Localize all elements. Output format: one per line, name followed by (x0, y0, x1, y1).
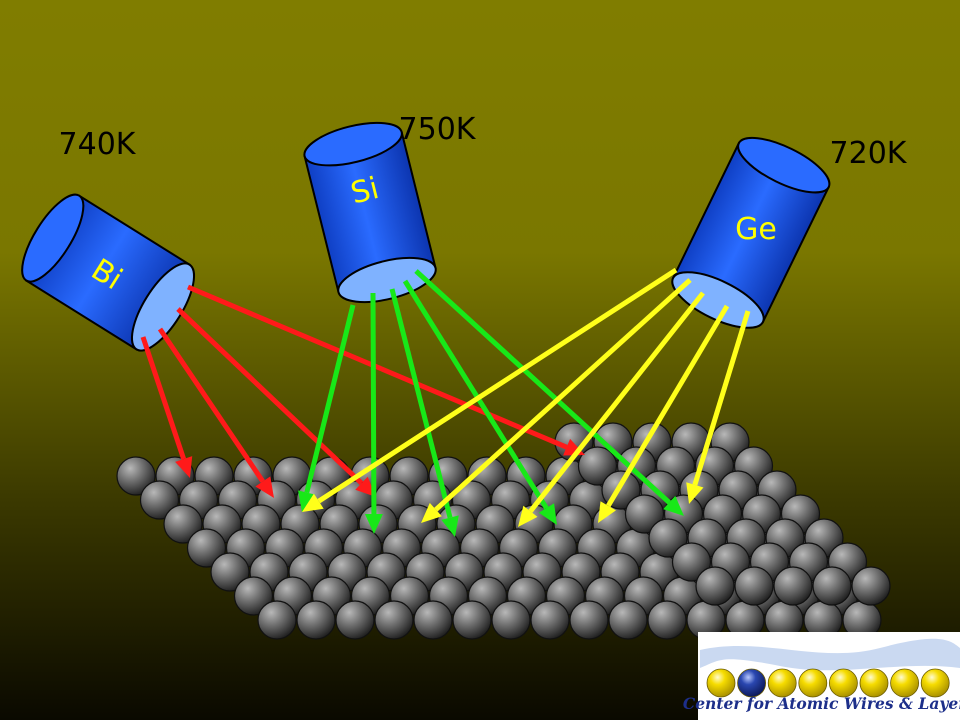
substrate-atom (374, 600, 414, 640)
bi-beam-arrow (176, 307, 376, 497)
substrate-atom (210, 552, 250, 592)
substrate-atom (671, 542, 712, 582)
ge-beam-arrow (421, 278, 692, 523)
center-logo: Center for Atomic Wires & Layers (683, 632, 960, 720)
substrate-atom (648, 518, 688, 558)
substrate-atom (139, 480, 180, 520)
substrate-atom (695, 566, 735, 606)
si-beam-arrow (414, 269, 684, 516)
substrate-atom (413, 600, 453, 640)
ge-beam-arrow (686, 310, 751, 504)
substrate-atom (569, 600, 609, 640)
substrate-atom (608, 600, 648, 640)
atomic-beams (140, 267, 751, 537)
ge-temperature-label: 720K (830, 136, 908, 171)
evaporation-cells: Bi Si Ge (21, 121, 831, 352)
ge-beam-arrow (598, 304, 730, 523)
bi-cell-opening (130, 262, 196, 352)
si-beam-arrow (402, 279, 557, 525)
substrate-atom (186, 528, 227, 568)
substrate-atom (624, 494, 665, 534)
substrate-atom (851, 566, 891, 606)
logo-ball (920, 668, 950, 698)
ge-beam-arrow (518, 291, 705, 527)
si-beam-arrow (389, 288, 459, 537)
bi-beam-arrow (157, 327, 274, 498)
bi-temperature-label: 740K (59, 127, 137, 162)
bi-beam-arrow (140, 336, 193, 478)
substrate-surface (116, 422, 891, 640)
substrate-atom (116, 456, 156, 496)
logo-ball (859, 668, 889, 698)
ge-cell-opening (671, 271, 765, 329)
logo-ball (890, 668, 919, 698)
substrate-atom (647, 600, 687, 640)
si-temperature-label: 750K (399, 112, 477, 147)
substrate-atom (335, 600, 375, 640)
ge-element-label: Ge (735, 212, 777, 247)
si-beam-arrow (364, 292, 383, 534)
bi-evaporation-cell: Bi (21, 193, 196, 352)
substrate-atom (296, 600, 336, 640)
substrate-atom (491, 600, 531, 640)
substrate-atom (734, 566, 774, 606)
logo-text: Center for Atomic Wires & Layers (683, 694, 960, 713)
ge-beam-arrow (302, 267, 678, 512)
substrate-atom (163, 504, 203, 544)
si-beam-arrow (298, 304, 356, 512)
substrate-atom (233, 576, 274, 616)
logo-ball (706, 668, 736, 698)
ge-evaporation-cell (671, 136, 831, 329)
substrate-atom (577, 446, 618, 486)
substrate-atom (530, 600, 570, 640)
substrate-atom (812, 566, 852, 606)
logo-atom-balls (706, 668, 950, 698)
logo-ball (767, 668, 797, 698)
substrate-atom (452, 600, 492, 640)
substrate-atom (773, 566, 813, 606)
substrate-atom (257, 600, 297, 640)
logo-ball (798, 668, 828, 698)
logo-ball (737, 668, 766, 698)
logo-ball (829, 668, 858, 698)
